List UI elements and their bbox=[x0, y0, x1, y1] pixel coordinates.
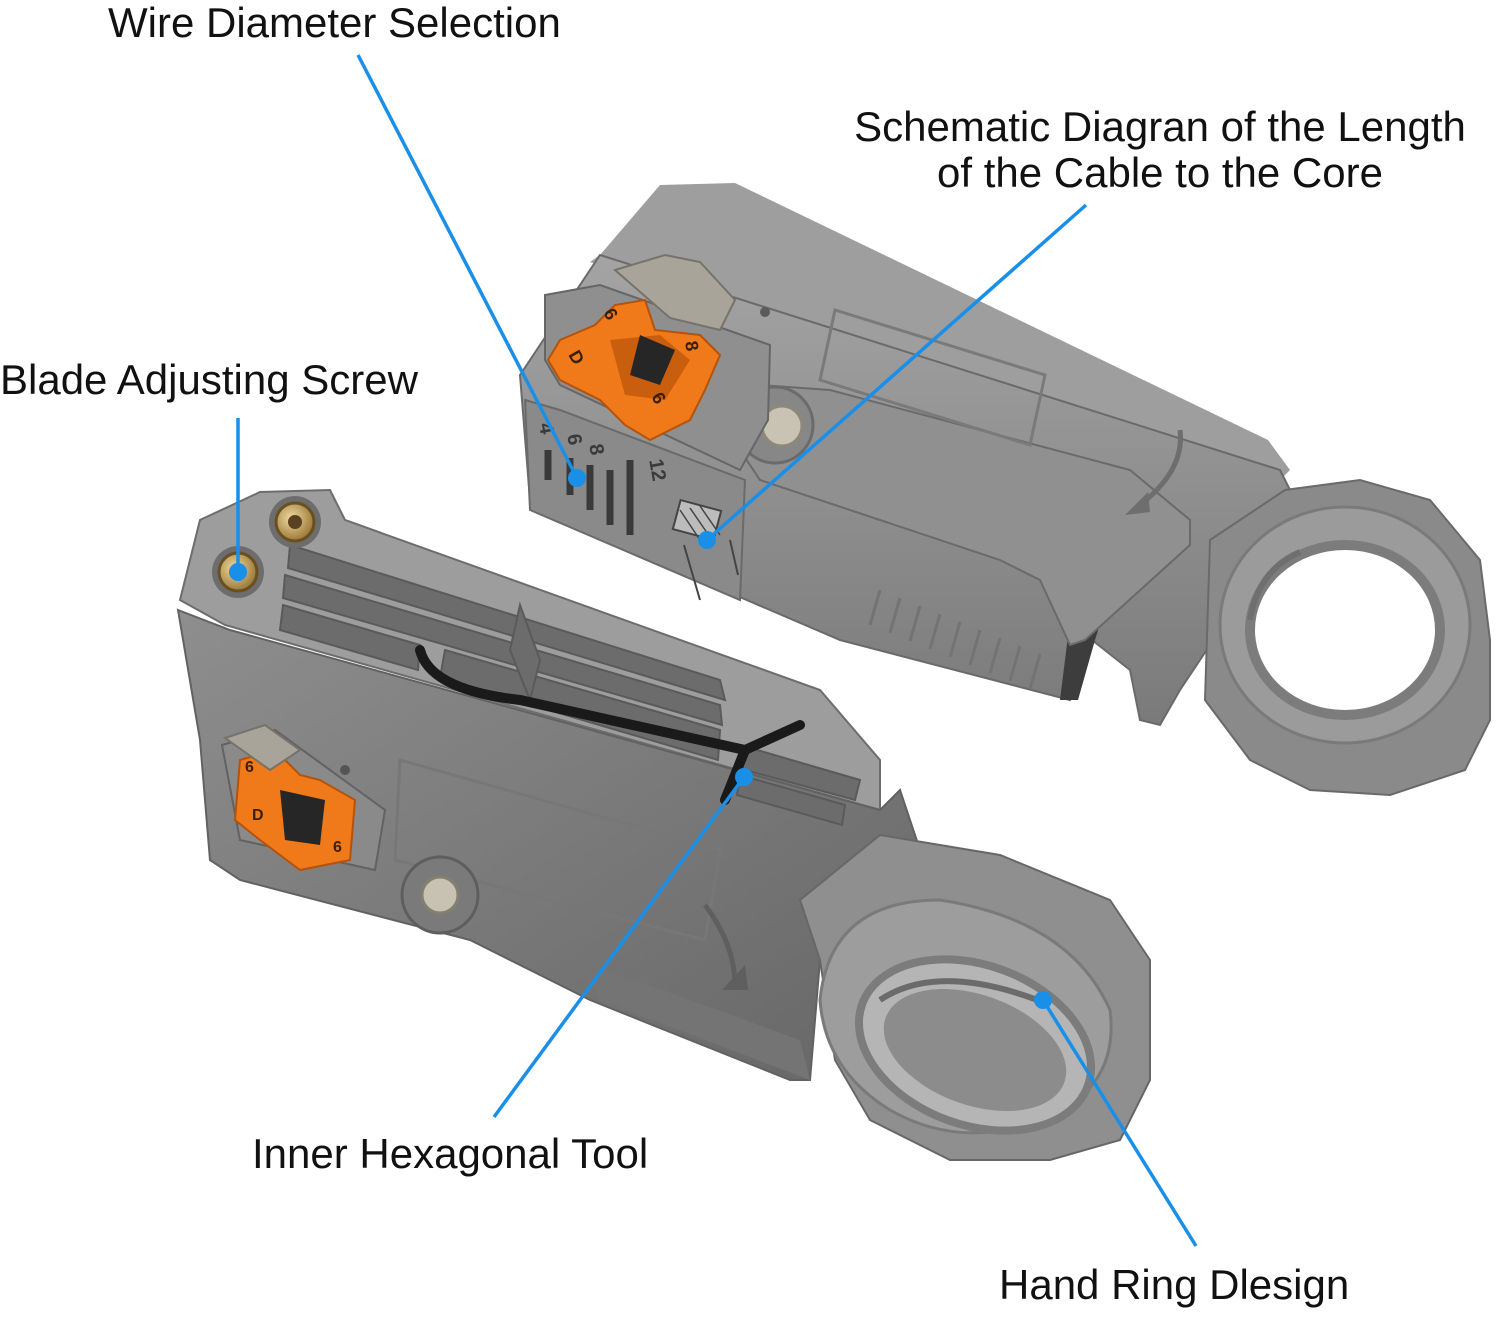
leader-dot-blade-screw bbox=[229, 563, 247, 581]
lower-die-number-top: 6 bbox=[245, 759, 254, 776]
scale-number-12: 12 bbox=[644, 457, 670, 483]
upper-hand-ring bbox=[1203, 478, 1491, 797]
upper-stripper: 4 6 8 12 6 bbox=[518, 183, 1491, 797]
label-wire-diameter-selection: Wire Diameter Selection bbox=[108, 0, 561, 46]
leader-schematic bbox=[705, 203, 1088, 542]
leader-hand-ring bbox=[1041, 999, 1198, 1247]
leader-dot-hex-tool bbox=[735, 768, 753, 786]
label-blade-adjusting-screw: Blade Adjusting Screw bbox=[0, 356, 418, 403]
leader-hex-tool bbox=[492, 775, 746, 1119]
label-hand-ring-design: Hand Ring Dlesign bbox=[999, 1261, 1350, 1308]
label-inner-hexagonal-tool: Inner Hexagonal Tool bbox=[252, 1130, 649, 1177]
scale-number-8: 8 bbox=[584, 442, 608, 457]
leader-dot-hand-ring bbox=[1034, 991, 1052, 1009]
label-schematic-line-2: of the Cable to the Core bbox=[937, 149, 1383, 196]
die-number-right: 8 bbox=[681, 339, 702, 352]
leader-dot-wire-diameter bbox=[568, 469, 586, 487]
inner-hexagonal-tool bbox=[415, 645, 805, 756]
cable-core-schematic bbox=[671, 498, 739, 601]
lower-pivot-screw bbox=[420, 875, 460, 915]
scale-number-6: 6 bbox=[562, 432, 586, 447]
upper-grip-ribs bbox=[868, 589, 1042, 690]
label-schematic-line-1: Schematic Diagran of the Length bbox=[854, 103, 1466, 150]
lower-die-number-bottom: 6 bbox=[333, 839, 342, 856]
lower-hand-ring bbox=[798, 833, 1151, 1161]
label-schematic-diagram: Schematic Diagran of the Length of the C… bbox=[780, 104, 1500, 196]
upper-scale-face bbox=[523, 398, 747, 602]
lower-stripper: 6 D 6 bbox=[176, 488, 1151, 1161]
lower-die-number-left: D bbox=[252, 807, 264, 824]
leader-wire-diameter bbox=[356, 54, 579, 479]
leader-dot-schematic bbox=[698, 531, 716, 549]
leader-lines bbox=[229, 54, 1198, 1247]
